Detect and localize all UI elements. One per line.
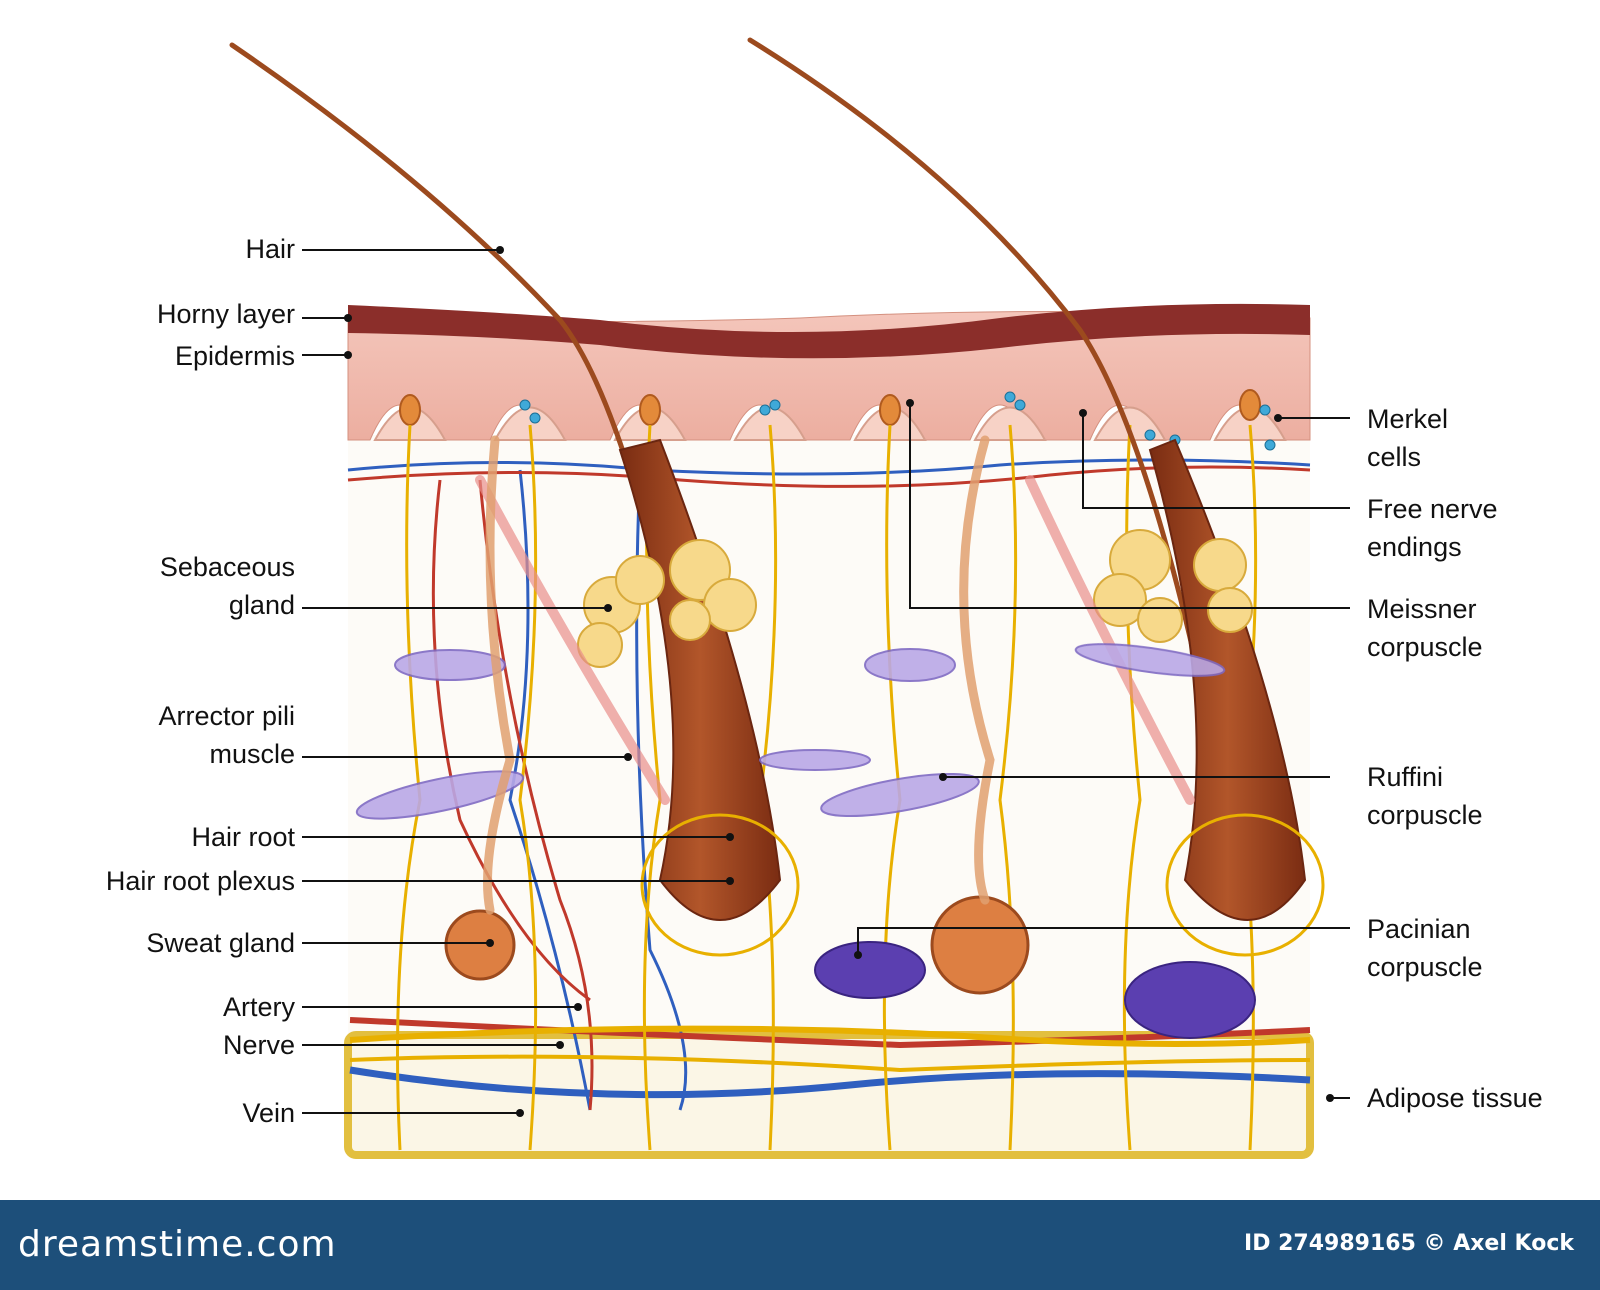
ruffini-corpuscles	[355, 643, 1226, 820]
image-credit: ID 274989165 © Axel Kock	[1244, 1231, 1574, 1256]
pacinian-corpuscles	[814, 941, 1256, 1039]
sweat-glands	[444, 895, 1030, 995]
label-hair-root: Hair root	[191, 822, 295, 852]
label-meissner-corpuscle: Meissner corpuscle	[1367, 594, 1483, 662]
sweat-ducts	[483, 435, 995, 915]
meissner-corpuscles	[399, 389, 1261, 426]
brand-logo: dreamstime.com	[18, 1224, 337, 1265]
hair-root-bulbs	[640, 813, 1325, 957]
label-vein: Vein	[242, 1098, 295, 1128]
leader-free-nerve-endings	[1082, 413, 1350, 509]
watermark-footer: dreamstime.com ID 274989165 © Axel Kock	[0, 1200, 1600, 1290]
label-artery: Artery	[222, 992, 295, 1022]
leader-meissner-corpuscle	[909, 403, 1350, 609]
merkel-cell-dots	[519, 391, 1276, 451]
skin-cross-section-diagram	[229, 37, 1350, 1159]
label-hair-root-plexus: Hair root plexus	[105, 866, 295, 896]
label-arrector-pili-muscle: Arrector pili muscle	[158, 701, 295, 769]
label-ruffini-corpuscle: Ruffini corpuscle	[1367, 762, 1483, 830]
label-nerve: Nerve	[222, 1030, 295, 1060]
leader-lines	[302, 249, 1350, 1114]
label-hair: Hair	[245, 234, 295, 264]
label-sebaceous-gland: Sebaceous gland	[159, 552, 295, 620]
leader-pacinian-corpuscle	[857, 927, 1350, 955]
arrector-pili-muscles	[475, 475, 1195, 805]
label-sweat-gland: Sweat gland	[146, 928, 295, 958]
label-epidermis: Epidermis	[174, 341, 295, 371]
label-pacinian-corpuscle: Pacinian corpuscle	[1367, 914, 1483, 982]
leader-dots	[344, 246, 1334, 1117]
label-merkel-cells: Merkel cells	[1367, 404, 1449, 472]
label-adipose-tissue: Adipose tissue	[1367, 1083, 1543, 1113]
label-horny-layer: Horny layer	[156, 299, 295, 329]
label-free-nerve-endings: Free nerve endings	[1367, 494, 1498, 562]
adipose-tissue-layer	[344, 1031, 1314, 1159]
